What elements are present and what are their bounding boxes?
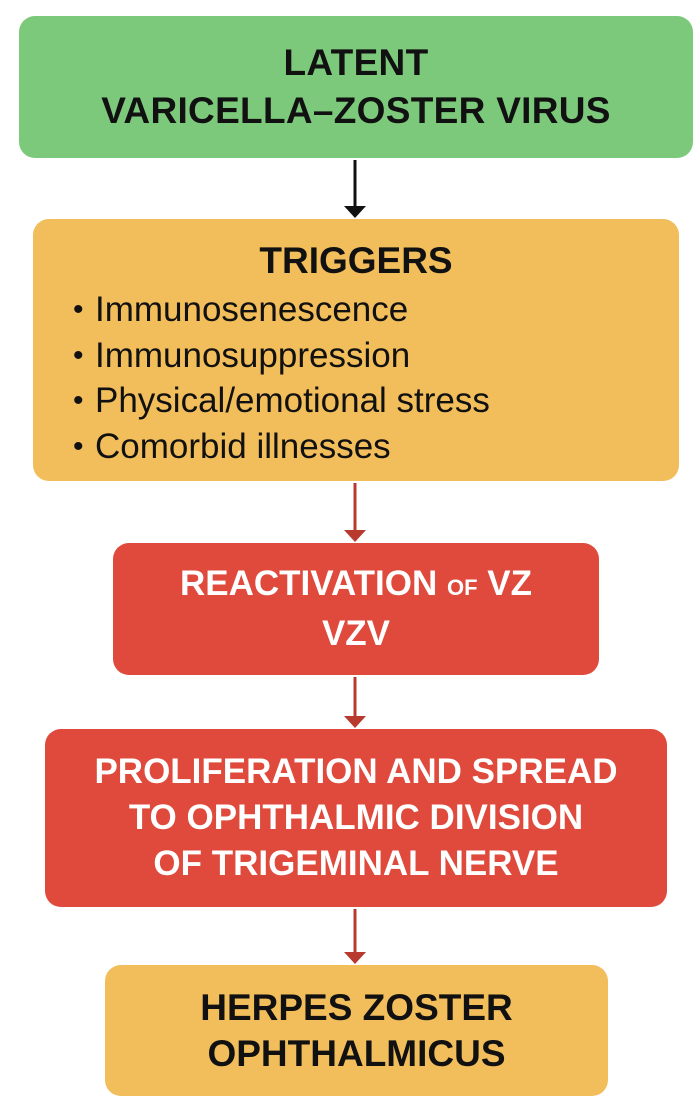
reactivation-line1: REACTIVATION OF VZ — [180, 561, 532, 611]
node-triggers: TRIGGERS • Immunosenescence • Immunosuppre… — [33, 219, 679, 481]
arrow-latent-to-triggers — [344, 160, 366, 218]
reactivation-vz: VZ — [487, 564, 533, 603]
trigger-item: • Physical/emotional stress — [73, 378, 490, 424]
triggers-list: • Immunosenescence • Immunosuppression • Ph… — [73, 287, 490, 469]
node-herpes-zoster-ophthalmicus: HERPES ZOSTER OPHTHALMICUS — [105, 965, 608, 1096]
node-reactivation: REACTIVATION OF VZ VZV — [113, 543, 599, 675]
reactivation-word: REACTIVATION — [179, 564, 438, 603]
reactivation-of: OF — [447, 575, 478, 600]
trigger-item-label: Comorbid illnesses — [95, 426, 391, 466]
trigger-item: • Comorbid illnesses — [73, 424, 490, 470]
latent-line1: LATENT — [283, 42, 429, 83]
bullet-icon: • — [73, 293, 84, 326]
proliferation-line3: OF TRIGEMINAL NERVE — [153, 844, 559, 883]
node-latent-vzv: LATENT VARICELLA–ZOSTER VIRUS — [19, 16, 693, 158]
trigger-item: • Immunosenescence — [73, 287, 490, 333]
latent-line2: VARICELLA–ZOSTER VIRUS — [101, 90, 611, 131]
trigger-item-label: Physical/emotional stress — [95, 381, 490, 420]
arrow-proliferation-to-herpes — [344, 909, 366, 964]
bullet-icon: • — [73, 384, 84, 417]
trigger-item-label: Immunosuppression — [95, 335, 411, 375]
bullet-icon: • — [73, 338, 84, 372]
proliferation-line2: TO OPHTHALMIC DIVISION — [128, 798, 584, 837]
trigger-item-label: Immunosenescence — [95, 290, 409, 329]
proliferation-line1: PROLIFERATION AND SPREAD — [94, 752, 618, 791]
arrow-triggers-to-reactivation — [344, 483, 366, 542]
bullet-icon: • — [73, 429, 84, 463]
herpes-line1: HERPES ZOSTER — [200, 986, 513, 1028]
trigger-item: • Immunosuppression — [73, 333, 490, 379]
node-proliferation: PROLIFERATION AND SPREAD TO OPHTHALMIC D… — [45, 729, 667, 907]
arrow-reactivation-to-proliferation — [344, 677, 366, 728]
herpes-line2: OPHTHALMICUS — [207, 1032, 506, 1074]
reactivation-line2: VZV — [321, 614, 391, 653]
triggers-title: TRIGGERS — [259, 240, 453, 281]
